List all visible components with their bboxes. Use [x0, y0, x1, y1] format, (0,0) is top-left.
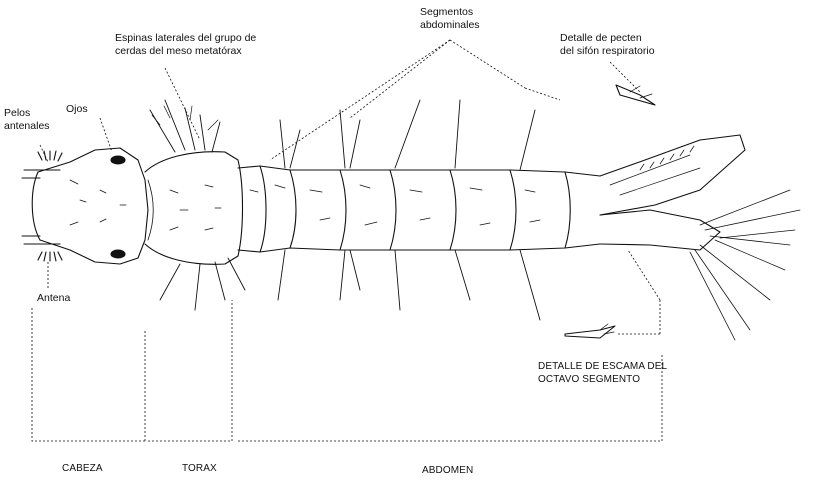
label-pecten-line1: Detalle de pecten: [560, 32, 655, 45]
eye-top: [111, 156, 125, 164]
label-pelos-line2: antenales: [4, 120, 50, 133]
region-abdomen: ABDOMEN: [422, 464, 473, 477]
label-segmentos-line1: Segmentos: [420, 6, 480, 19]
abdomen: [238, 100, 600, 320]
region-torax: TORAX: [182, 462, 217, 475]
thorax: [145, 100, 245, 310]
label-pelos-antenales: Pelos antenales: [4, 107, 50, 133]
label-ojos: Ojos: [66, 103, 88, 116]
head: [22, 148, 148, 264]
region-cabeza: CABEZA: [62, 462, 103, 475]
siphon: [600, 135, 800, 340]
label-espinas: Espinas laterales del grupo de cerdas de…: [115, 32, 256, 58]
label-escama-line2: OCTAVO SEGMENTO: [538, 373, 667, 386]
eye-bottom: [111, 250, 125, 258]
label-segmentos: Segmentos abdominales: [420, 6, 480, 32]
scale-detail: [565, 324, 615, 338]
label-segmentos-line2: abdominales: [420, 19, 480, 32]
label-pelos-line1: Pelos: [4, 107, 50, 120]
label-antena: Antena: [37, 292, 70, 305]
label-escama-line1: DETALLE DE ESCAMA DEL: [538, 360, 667, 373]
label-escama: DETALLE DE ESCAMA DEL OCTAVO SEGMENTO: [538, 360, 667, 386]
label-espinas-line2: cerdas del meso metatórax: [115, 45, 256, 58]
label-pecten-line2: del sifón respiratorio: [560, 45, 655, 58]
label-pecten: Detalle de pecten del sifón respiratorio: [560, 32, 655, 58]
label-espinas-line1: Espinas laterales del grupo de: [115, 32, 256, 45]
